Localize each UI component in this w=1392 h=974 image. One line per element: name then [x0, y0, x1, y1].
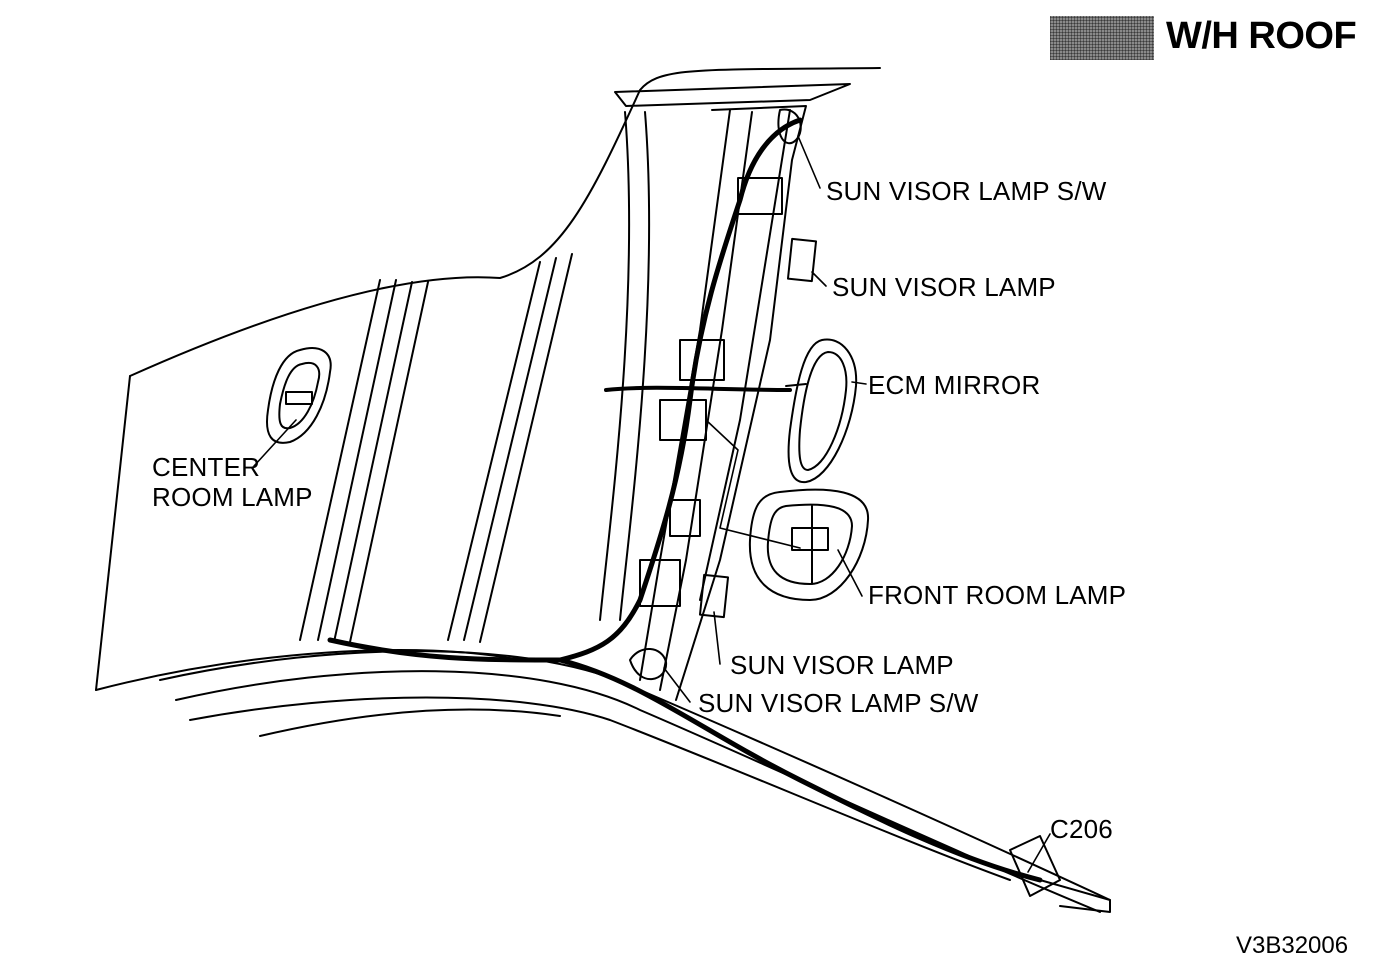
figure-id: V3B32006	[1236, 932, 1349, 959]
ecm-mirror-part	[787, 338, 858, 484]
c206-connector-part	[1009, 835, 1061, 897]
leader-sun-visor-lamp-sw-top	[797, 135, 821, 189]
leader-sun-visor-lamp-top	[811, 271, 827, 287]
sun-visor-lamp-sw-top-part	[777, 108, 802, 145]
label-sun-visor-lamp-top: SUN VISOR LAMP	[832, 272, 1056, 302]
front-room-lamp-part	[748, 488, 870, 601]
leader-sun-visor-lamp-sw-bottom	[663, 667, 691, 703]
leader-sun-visor-lamp-bottom	[713, 611, 721, 665]
leader-c206	[1027, 833, 1051, 873]
diagram-title: W/H ROOF	[1166, 15, 1357, 57]
roof-outline	[129, 67, 881, 377]
sun-visor-lamp-top-part	[786, 237, 818, 283]
label-ecm-mirror: ECM MIRROR	[868, 370, 1041, 400]
label-front-room-lamp: FRONT ROOM LAMP	[868, 580, 1127, 610]
harness-rail	[557, 657, 1043, 883]
leader-front-room-lamp	[837, 549, 863, 597]
header-color-swatch	[1050, 16, 1154, 60]
harness-mirror-branch	[604, 385, 792, 392]
center-room-lamp-part	[266, 347, 332, 444]
label-center-room-lamp-line2: ROOM LAMP	[152, 482, 313, 512]
label-sun-visor-lamp-sw-bottom: SUN VISOR LAMP S/W	[698, 688, 979, 718]
label-sun-visor-lamp-sw-top: SUN VISOR LAMP S/W	[826, 176, 1107, 206]
connector-block-3	[737, 177, 783, 215]
leader-center-room-lamp	[253, 419, 297, 467]
leader-front-room-lamp-pillar	[705, 419, 801, 549]
leader-ecm-mirror	[851, 381, 867, 385]
sun-visor-lamp-bottom-part	[698, 573, 730, 619]
front-header-rail	[614, 83, 851, 107]
connector-block-4	[639, 559, 681, 607]
roof-left-edge	[95, 375, 131, 691]
label-center-room-lamp-line1: CENTER	[152, 452, 261, 482]
right-pillar	[675, 105, 807, 701]
label-sun-visor-lamp-bottom: SUN VISOR LAMP	[730, 650, 954, 680]
connector-block-5	[669, 499, 701, 537]
label-c206: C206	[1050, 814, 1113, 844]
roof-bow-left	[299, 279, 381, 641]
roof-bow-middle	[447, 261, 541, 641]
harness-main	[327, 117, 803, 663]
sun-visor-lamp-sw-bottom-part	[629, 648, 668, 681]
connector-block-1	[679, 339, 725, 381]
